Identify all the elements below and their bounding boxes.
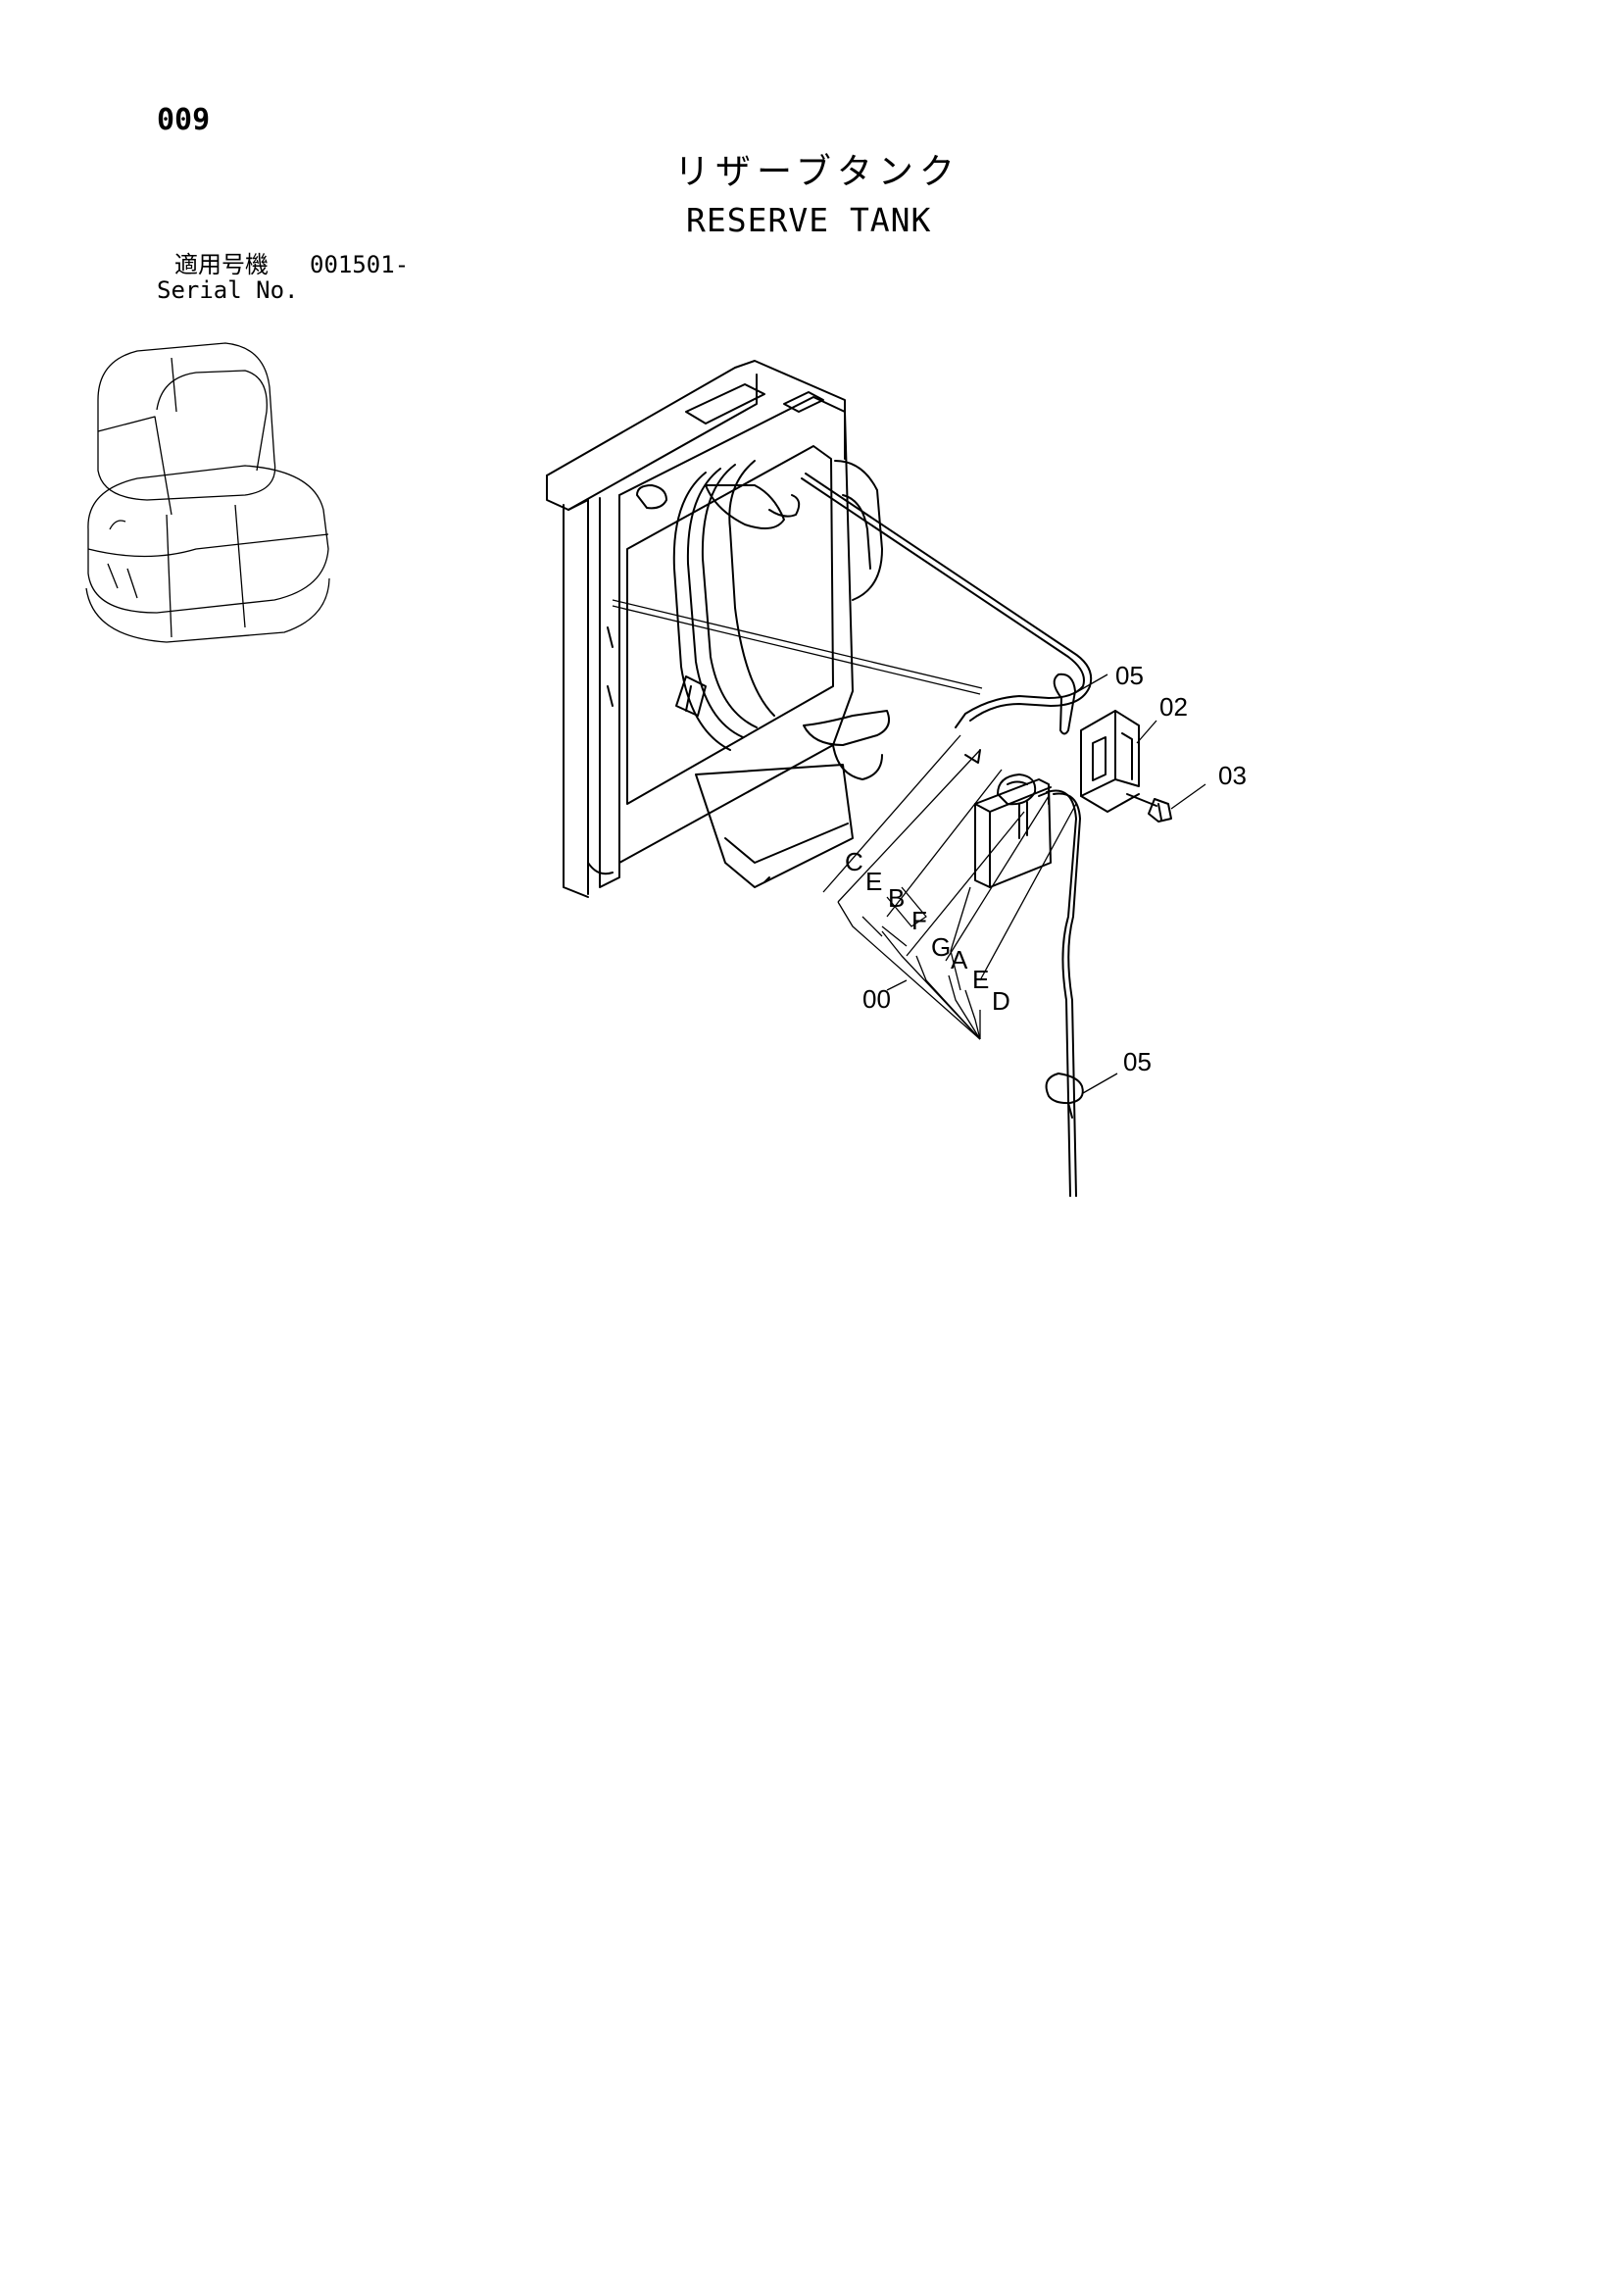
drain-hose — [1046, 789, 1081, 1197]
callout-reserve-tank-assembly: 00 — [862, 984, 891, 1014]
radiator-assembly — [546, 360, 890, 898]
callout-hose-clamp-lower: 05 — [1123, 1047, 1152, 1076]
serial-label-japanese: 適用号機 — [174, 251, 269, 278]
assembly-letter-f: F — [911, 906, 927, 935]
mounting-bolt — [1126, 793, 1172, 823]
serial-number-range: 001501- — [310, 251, 410, 278]
assembly-letter-d: D — [992, 986, 1010, 1016]
page-title-japanese: リザーブタンク — [674, 152, 960, 192]
leader-lines — [822, 674, 1206, 1094]
assembly-letter-g: G — [931, 932, 951, 962]
callout-hose-clamp-upper: 05 — [1115, 661, 1144, 690]
page-number: 009 — [157, 103, 211, 137]
tank-bracket — [1080, 710, 1140, 813]
callout-bracket: 02 — [1159, 692, 1188, 722]
page-title-english: RESERVE TANK — [686, 201, 932, 239]
assembly-letter-e-left: E — [865, 867, 882, 896]
reserve-tank — [964, 749, 1052, 888]
callout-bolt: 03 — [1218, 761, 1247, 790]
assembly-letter-b: B — [888, 883, 905, 913]
assembly-letter-c: C — [845, 847, 863, 876]
assembly-letter-e-right: E — [972, 965, 989, 994]
hose-clamp-upper — [1053, 673, 1076, 735]
hose-clamp-lower — [1045, 1073, 1084, 1119]
overflow-hose — [612, 473, 1093, 728]
machine-locator-thumbnail — [85, 342, 330, 643]
serial-label-english: Serial No. — [157, 276, 299, 304]
assembly-letter-a: A — [951, 945, 968, 974]
